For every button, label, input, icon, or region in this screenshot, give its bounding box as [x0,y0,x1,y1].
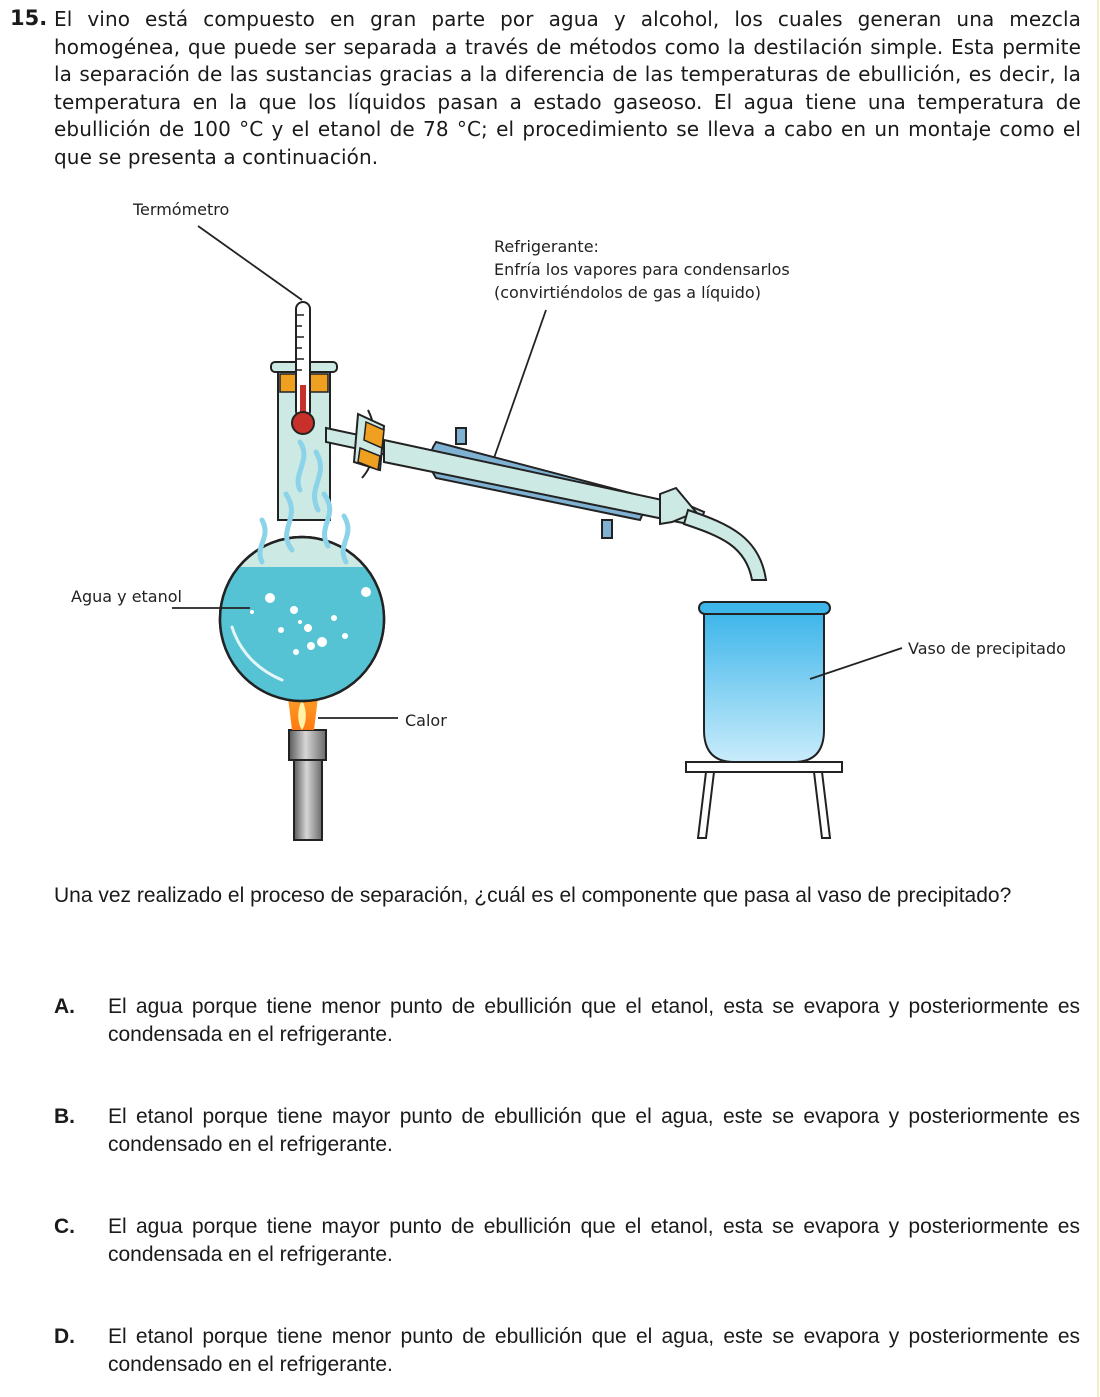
question-number: 15. [10,6,48,30]
liquid-mixture [220,567,384,701]
condenser-inner-tube [383,438,706,528]
label-heat: Calor [405,711,447,730]
condenser-outlet [601,519,613,539]
burner-tube [293,754,323,841]
stand-leg-left [696,771,716,839]
label-mixture: Agua y etanol [71,587,182,606]
label-beaker: Vaso de precipitado [908,639,1066,658]
option-text: El agua porque tiene menor punto de ebul… [108,995,1080,1046]
option-text: El agua porque tiene mayor punto de ebul… [108,1215,1080,1266]
option-text: El etanol porque tiene menor punto de eb… [108,1325,1080,1376]
vapor-swirls [257,439,351,565]
delivery-tube [682,508,768,581]
beaker-rim [698,601,831,615]
leader-lines [172,225,903,719]
adapter-stopper-lower [357,446,381,472]
question-stem: El vino está compuesto en gran parte por… [54,7,1081,169]
option-text: El etanol porque tiene mayor punto de eb… [108,1105,1080,1156]
option-letter: C. [54,1215,75,1238]
question-prompt: Una vez realizado el proceso de separaci… [54,884,1012,907]
option-letter: A. [54,995,75,1018]
distillation-apparatus-illustration: Termómetro Refrigerante: Enfría los vapo… [71,200,1066,841]
thermometer [291,301,315,435]
label-condenser-title: Refrigerante: [494,237,599,256]
condenser-inlet [455,427,467,445]
stand-leg-right [812,771,832,839]
beaker [703,613,825,763]
label-condenser-line1: Enfría los vapores para condensarlos [494,260,790,279]
option-letter: B. [54,1105,75,1128]
adapter-stopper-upper [363,420,385,450]
bubbles [250,587,371,655]
burner-collar [288,729,327,761]
label-thermometer: Termómetro [132,200,229,219]
label-condenser-line2: (convirtiéndolos de gas a líquido) [494,283,761,302]
page-edge-rule [1097,0,1099,1397]
distillation-figure: Termómetro Refrigerante: Enfría los vapo… [0,190,1100,850]
flame-core [298,700,306,730]
option-letter: D. [54,1325,75,1348]
stand-top [685,761,843,773]
